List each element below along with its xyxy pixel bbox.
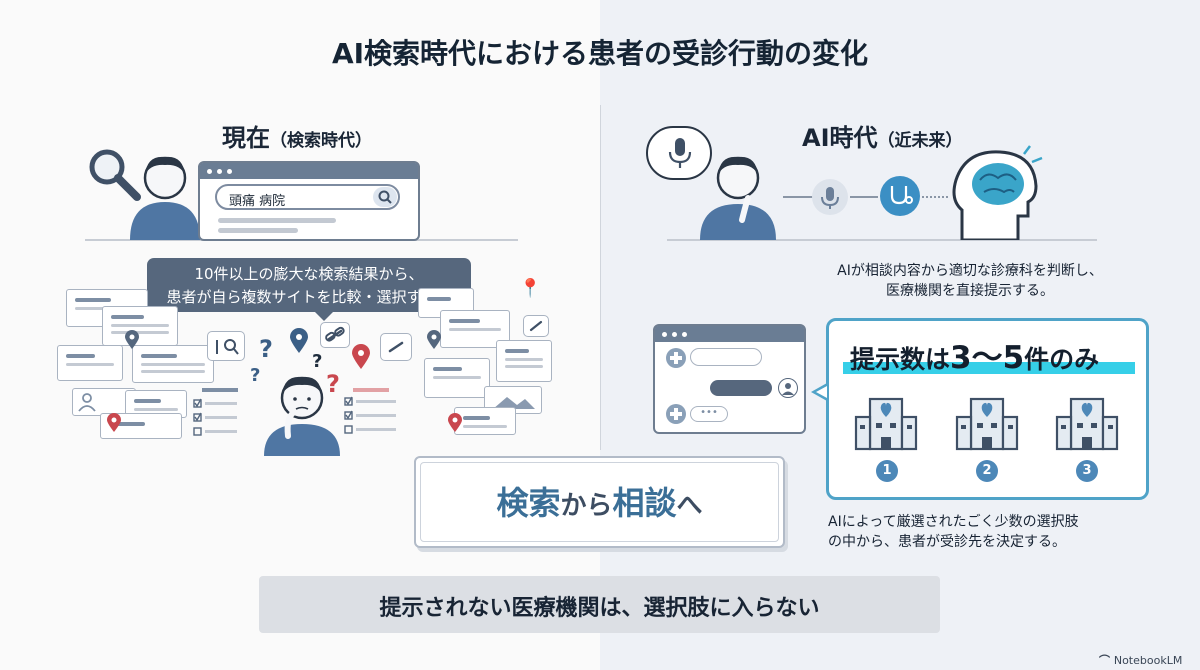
search-field[interactable] <box>215 184 400 210</box>
callout-line-1: 10件以上の膨大な検索結果から、 <box>194 265 424 283</box>
ai-brain-icon <box>952 145 1043 240</box>
chat-titlebar <box>655 326 804 342</box>
user-avatar-icon <box>778 378 798 398</box>
typing-indicator: ••• <box>690 406 728 422</box>
select-desc-line-1: AIによって厳選されたごく少数の選択肢 <box>828 514 1079 530</box>
conclusion-banner <box>259 576 940 633</box>
results-number: 3〜5 <box>950 340 1025 376</box>
question-mark-icon: ? <box>250 365 261 386</box>
link-icon <box>380 333 412 361</box>
browser-titlebar <box>200 163 418 179</box>
results-prefix: 提示数は <box>850 345 951 374</box>
doctor-search-icon <box>207 331 245 361</box>
connector-line <box>850 196 878 198</box>
checklist-icon <box>193 388 238 436</box>
map-pin-icon <box>107 413 121 432</box>
magnifier-icon <box>89 149 141 201</box>
stethoscope-icon <box>890 186 913 205</box>
image-icon <box>493 397 535 409</box>
key-particle-to: へ <box>676 491 703 521</box>
key-message: 検索から相談へ <box>414 478 785 524</box>
checklist-icon <box>344 388 396 434</box>
results-suffix: 件のみ <box>1024 345 1100 374</box>
medical-cross-icon <box>666 348 686 368</box>
search-result-card <box>496 340 552 382</box>
right-heading: AI時代（近未来） <box>802 118 963 153</box>
hospital-icon <box>854 397 918 451</box>
search-query: 頭痛 病院 <box>229 194 286 209</box>
microphone-icon <box>821 187 839 209</box>
ai-chat-bubble <box>690 348 762 366</box>
link-icon <box>320 322 350 348</box>
select-desc-line-2: の中から、患者が受診先を決定する。 <box>828 534 1066 550</box>
notebooklm-logo-icon: ⌒ <box>1099 654 1114 667</box>
search-callout: 10件以上の膨大な検索結果から、 患者が自ら複数サイトを比較・選択する。 <box>147 258 471 321</box>
medical-cross-icon <box>666 404 686 424</box>
left-heading: 現在（検索時代） <box>222 118 372 153</box>
confused-person-icon <box>264 376 340 456</box>
question-mark-icon: ? <box>259 335 273 363</box>
right-heading-main: AI時代 <box>802 124 878 152</box>
key-message-inner-border <box>420 462 779 542</box>
voice-node <box>812 179 848 215</box>
search-result-card <box>57 345 123 381</box>
search-button[interactable] <box>373 187 397 207</box>
page-title: AI検索時代における患者の受診行動の変化 <box>331 37 869 70</box>
rank-badge-3: 3 <box>1076 460 1098 482</box>
search-result-card <box>424 358 490 398</box>
person-consulting-icon <box>700 156 776 240</box>
left-heading-sub: （検索時代） <box>270 131 372 151</box>
left-heading-main: 現在 <box>222 124 270 152</box>
map-pin-icon <box>125 330 139 349</box>
link-icon <box>523 315 549 337</box>
right-heading-sub: （近未来） <box>877 131 963 151</box>
map-pin-icon: 📍 <box>519 278 542 299</box>
conclusion-text: 提示されない医療機関は、選択肢に入らない <box>379 596 820 621</box>
selection-description: AIによって厳選されたごく少数の選択肢 の中から、患者が受診先を決定する。 <box>828 512 1158 552</box>
result-placeholder-line <box>218 228 298 233</box>
search-result-card <box>454 407 516 435</box>
ai-desc-line-1: AIが相談内容から適切な診療科を判断し、 <box>837 263 1103 279</box>
search-icon <box>378 190 392 204</box>
map-pin-icon <box>448 413 462 432</box>
hospital-icon <box>1055 397 1119 451</box>
notebooklm-logo: ⌒ NotebookLM <box>1099 652 1182 668</box>
callout-line-2: 患者が自ら複数サイトを比較・選択する。 <box>166 288 452 306</box>
map-pin-icon <box>352 344 370 369</box>
ai-description: AIが相談内容から適切な診療科を判断し、 医療機関を直接提示する。 <box>790 261 1150 301</box>
connector-line <box>783 196 816 198</box>
diagnosis-node <box>880 176 920 216</box>
rank-badge-2: 2 <box>976 460 998 482</box>
ai-desc-line-2: 医療機関を直接提示する。 <box>886 283 1054 299</box>
result-placeholder-line <box>218 218 336 223</box>
user-chat-bubble <box>710 380 772 396</box>
key-particle-from: から <box>560 491 613 521</box>
question-mark-icon: ? <box>326 370 340 398</box>
headline-highlight <box>843 362 1135 374</box>
key-word-search: 検索 <box>496 484 561 522</box>
hospital-icon <box>955 397 1019 451</box>
person-searching-icon <box>130 156 200 240</box>
results-headline: 提示数は3〜5件のみ <box>850 332 1099 377</box>
map-pin-icon <box>290 328 308 353</box>
right-ground-line <box>667 239 1097 241</box>
search-result-card <box>440 310 510 348</box>
search-result-card <box>102 306 178 346</box>
question-mark-icon: ? <box>312 351 323 372</box>
rank-badge-1: 1 <box>876 460 898 482</box>
user-icon <box>78 393 96 412</box>
key-word-consult: 相談 <box>612 484 677 522</box>
microphone-icon <box>668 138 692 168</box>
map-pin-icon <box>427 330 441 349</box>
center-divider <box>600 105 601 450</box>
connector-line <box>922 196 948 198</box>
notebooklm-logo-text: NotebookLM <box>1113 654 1183 667</box>
key-message-box <box>414 456 785 548</box>
search-result-card <box>132 345 214 383</box>
